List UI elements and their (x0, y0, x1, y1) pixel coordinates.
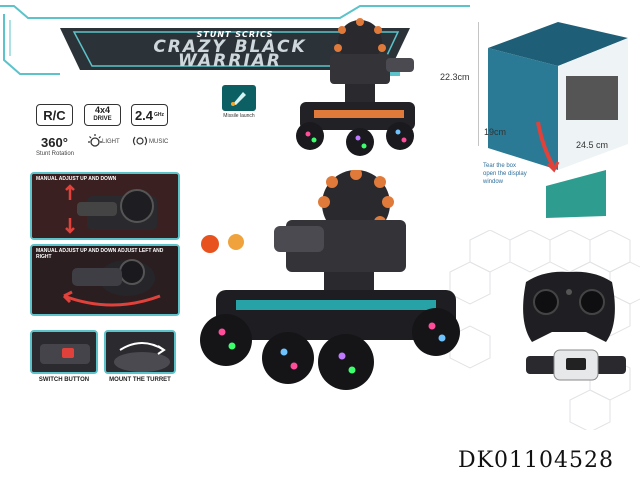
frequency-unit: GHz (154, 112, 165, 118)
panel-adjust-up-down: MANUAL ADJUST UP AND DOWN (30, 172, 180, 240)
tear-note-line3: window (483, 179, 504, 185)
tear-note-line1: Tear the box (483, 163, 517, 169)
turret-left-right-image (32, 246, 178, 314)
music-label: MUSIC (149, 139, 169, 145)
panel-mount-turret (104, 330, 176, 374)
box-width-label: 24.5 cm (576, 140, 609, 150)
tear-note-line2: open the display (483, 171, 527, 177)
panel-adjust-left-right: MANUAL ADJUST UP AND DOWN ADJUST LEFT AN… (30, 244, 180, 316)
mount-turret-image (106, 332, 174, 372)
box-height-label: 22.3cm (440, 72, 470, 82)
music-icon (132, 136, 148, 146)
banner-title-line1: CRAZY BLACK (153, 37, 307, 57)
light-label: LIGHT (102, 139, 120, 145)
rotation-value: 360° (41, 134, 68, 150)
rc-badge: R/C (36, 104, 73, 126)
missile-launch-label: Missile launch (223, 113, 255, 119)
banner-title-line2: WARRIAR (177, 51, 283, 71)
frequency-badge: 2.4 GHz (131, 104, 168, 126)
remote-controller-image (523, 271, 615, 342)
switch-button-image (32, 332, 96, 372)
product-box-image (478, 22, 628, 218)
light-icon (88, 134, 102, 147)
frequency-value: 2.4 (134, 107, 154, 123)
banner-subtitle: STUNT SCRICS (196, 30, 274, 39)
wristband-controller-image (526, 349, 626, 381)
missile-launch-icon (222, 85, 256, 111)
mount-turret-caption: MOUNT THE TURRET (109, 377, 171, 383)
banner-title: CRAZY BLACK WARRIAR (90, 37, 370, 71)
rotation-badge: 360° (36, 131, 73, 153)
rc-label: R/C (43, 107, 66, 123)
drive-bottom-label: DRIVE (93, 116, 112, 122)
product-code: DK01104528 (457, 448, 614, 473)
tank-main-image (200, 170, 460, 390)
panel-left-right-caption: MANUAL ADJUST UP AND DOWN ADJUST LEFT AN… (36, 248, 164, 260)
tear-box-note: Tear the box open the display window (483, 162, 527, 186)
rotation-label: Stunt Rotation (35, 151, 75, 157)
switch-button-caption: SWITCH BUTTON (38, 377, 90, 383)
tank-small-image (296, 18, 415, 156)
turret-up-down-image (32, 174, 178, 238)
drive-badge: 4x4 DRIVE (84, 104, 121, 126)
drive-top-label: 4x4 (94, 105, 111, 115)
title-banner (0, 5, 470, 76)
box-depth-label: 19cm (484, 127, 507, 137)
panel-up-down-caption: MANUAL ADJUST UP AND DOWN (36, 176, 117, 182)
panel-switch-button (30, 330, 98, 374)
